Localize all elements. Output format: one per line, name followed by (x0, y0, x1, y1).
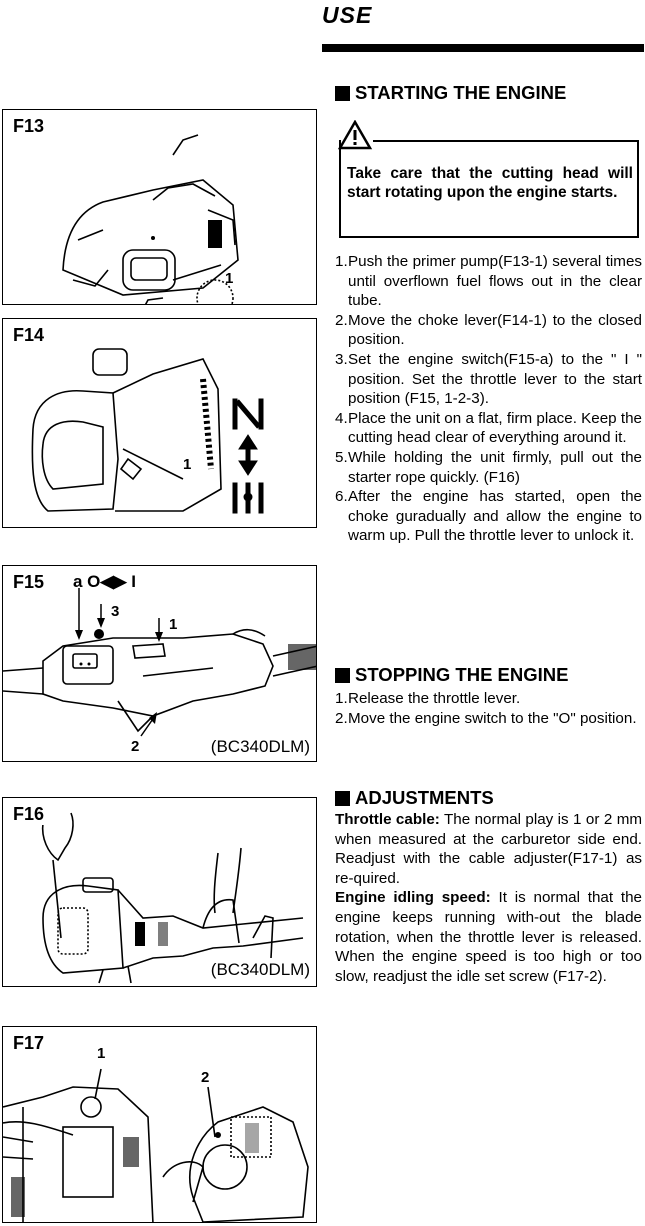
stopping-steps: 1.Release the throttle lever. 2.Move the… (335, 689, 642, 728)
warning-text: Take care that the cutting head will sta… (347, 165, 633, 201)
heading-text: STARTING THE ENGINE (355, 82, 567, 103)
step-text: Place the unit on a flat, firm place. Ke… (348, 409, 642, 447)
figure-f17: F17 1 2 (2, 1026, 317, 1223)
idle-speed-label: Engine idling speed: (335, 889, 491, 907)
list-item: 5.While holding the unit firmly, pull ou… (335, 448, 642, 487)
choke-lever-illustration (31, 348, 264, 514)
warning-box: Take care that the cutting head will sta… (338, 116, 639, 238)
figure-label: F15 (11, 572, 47, 593)
step-number: 2. (335, 709, 348, 727)
figure-f14: F14 1 (2, 318, 317, 528)
figure-callout: 2 (131, 738, 140, 755)
starting-heading: STARTING THE ENGINE (335, 82, 566, 104)
step-number: 5. (335, 448, 348, 466)
figure-callout: 2 (201, 1069, 210, 1086)
model-label: (BC340DLM) (210, 737, 310, 757)
stopping-heading: STOPPING THE ENGINE (335, 664, 568, 686)
step-text: Release the throttle lever. (348, 690, 521, 707)
idle-speed-text: It is normal that the engine keeps runni… (335, 889, 642, 985)
figure-callout: 1 (97, 1045, 106, 1062)
heading-text: ADJUSTMENTS (355, 787, 494, 808)
figure-callout: 1 (169, 616, 178, 633)
list-item: 1.Push the primer pump(F13-1) several ti… (335, 252, 642, 311)
step-text: Move the choke lever(F14-1) to the close… (348, 311, 642, 349)
list-item: 6.After the engine has started, open the… (335, 487, 642, 546)
step-text: Set the engine switch(F15-a) to the " I … (348, 350, 642, 408)
step-number: 4. (335, 409, 348, 427)
step-number: 3. (335, 350, 348, 368)
warning-topline (373, 140, 639, 142)
idle-speed-paragraph: Engine idling speed: It is normal that t… (335, 888, 642, 986)
page-title: USE (322, 2, 373, 28)
carburetor-adjustment-illustration (3, 1068, 309, 1222)
step-number: 1. (335, 253, 348, 270)
header-rule (322, 44, 644, 52)
figure-label: F13 (11, 116, 47, 137)
step-number: 1. (335, 690, 348, 707)
switch-symbols: a O◀▶ I (73, 572, 136, 591)
figure-callout: 3 (111, 603, 120, 620)
heading-text: STOPPING THE ENGINE (355, 664, 569, 685)
list-item: 4.Place the unit on a flat, firm place. … (335, 409, 642, 448)
throttle-cable-text: The normal play is 1 or 2 mm when measur… (335, 811, 643, 887)
warning-triangle-icon (338, 120, 373, 150)
list-item: 1.Release the throttle lever. (335, 689, 642, 709)
bullet-square (335, 790, 350, 806)
step-text: Move the engine switch to the "O" positi… (348, 709, 637, 727)
step-text: Push the primer pump(F13-1) several time… (348, 253, 642, 310)
figure-label: F14 (11, 325, 47, 346)
figure-label: F17 (11, 1033, 47, 1054)
model-label: (BC340DLM) (210, 960, 310, 980)
step-number: 2. (335, 311, 348, 329)
adjustments-heading: ADJUSTMENTS (335, 787, 494, 809)
starting-steps: 1.Push the primer pump(F13-1) several ti… (335, 252, 642, 546)
throttle-cable-paragraph: Throttle cable: The normal play is 1 or … (335, 810, 642, 888)
bullet-square (335, 667, 350, 683)
list-item: 3.Set the engine switch(F15-a) to the " … (335, 350, 642, 409)
step-text: While holding the unit firmly, pull out … (348, 448, 642, 486)
warning-frame (339, 140, 639, 238)
throttle-cable-label: Throttle cable: (335, 811, 440, 828)
adjustments-body: Throttle cable: The normal play is 1 or … (335, 810, 642, 986)
throttle-handle-illustration (3, 588, 316, 737)
figure-label: F16 (11, 804, 47, 825)
figure-f15: F15 a O◀▶ I 3 1 2 (BC340DLM) (2, 565, 317, 762)
figure-f13: F13 1 (2, 109, 317, 305)
starter-rope-illustration (41, 812, 304, 984)
list-item: 2.Move the engine switch to the "O" posi… (335, 709, 642, 729)
figure-callout: 1 (183, 456, 192, 473)
list-item: 2.Move the choke lever(F14-1) to the clo… (335, 311, 642, 350)
step-number: 6. (335, 488, 348, 506)
figure-f16: F16 (BC340DLM) (2, 797, 317, 987)
engine-primer-illustration (62, 134, 239, 304)
bullet-square (335, 85, 350, 101)
step-text: After the engine has started, open the c… (348, 488, 642, 545)
figure-callout: 1 (225, 270, 234, 287)
